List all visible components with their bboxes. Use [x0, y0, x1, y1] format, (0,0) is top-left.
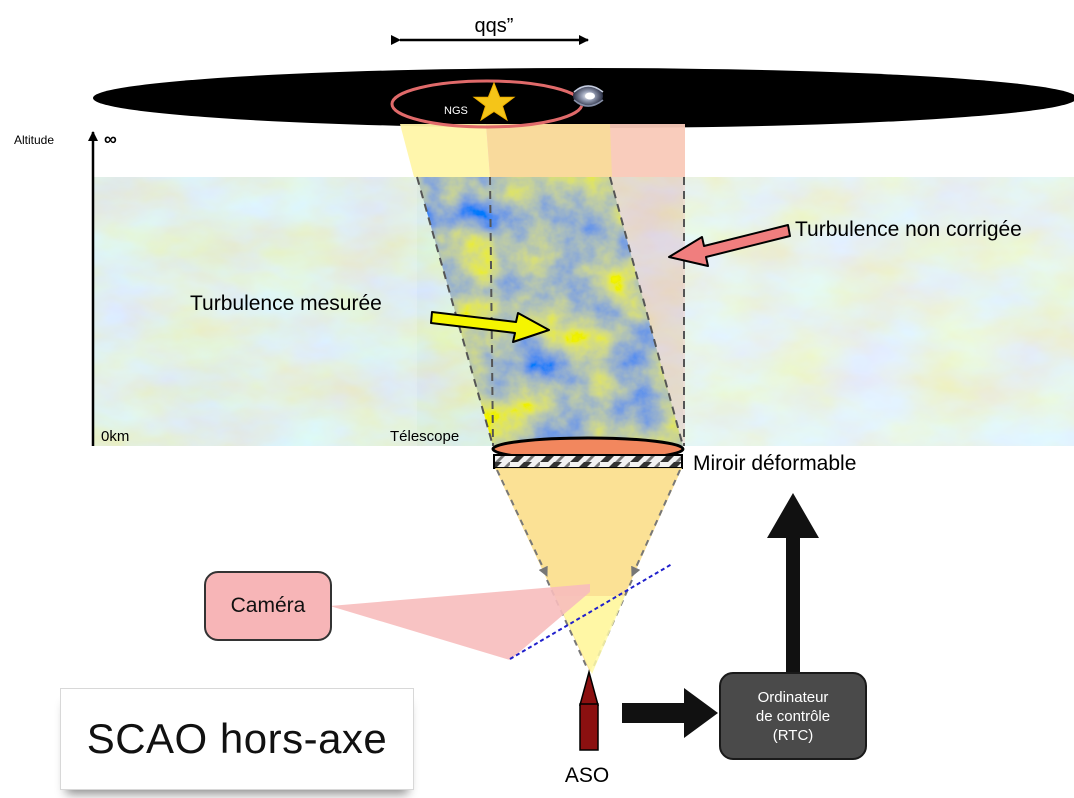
camera-label: Caméra [230, 594, 306, 617]
ngs-beam-edge-left [416, 176, 494, 447]
turbulence-layer-haze-left [93, 177, 417, 446]
measured-turbulence-label: Turbulence mesurée [190, 292, 382, 315]
converging-edge-right [631, 469, 681, 577]
dichroic [509, 563, 673, 660]
measured-arrow [430, 311, 550, 343]
science-beam-edge-left [489, 176, 494, 447]
ngs-focus-beam [555, 596, 625, 674]
camera-box: Caméra [204, 571, 332, 641]
angle-label: qqs” [475, 15, 514, 37]
altitude-infinity: ∞ [104, 129, 117, 149]
title-label: SCAO hors-axe [86, 715, 388, 762]
rtc-label: Ordinateur de contrôle (RTC) [755, 688, 831, 744]
uncorrected-turbulence-label: Turbulence non corrigée [795, 218, 1022, 241]
turbulence-layer-haze [683, 177, 1074, 446]
overlap-beam-upper [486, 124, 612, 177]
wfs-to-rtc-arrow [622, 688, 718, 738]
uncorrected-arrow [668, 224, 791, 267]
camera-beam [330, 584, 590, 660]
deformable-mirror [493, 454, 683, 469]
deformable-mirror-label: Miroir déformable [693, 452, 856, 475]
telescope-label: Télescope [390, 428, 459, 445]
converging-beam [495, 468, 682, 672]
ngs-label: NGS [444, 105, 468, 117]
wfs-icon [579, 669, 599, 751]
altitude-label: Altitude [14, 133, 54, 147]
altitude-zero: 0km [101, 428, 129, 445]
converging-edge-left [496, 469, 548, 577]
wfs-label: ASO [565, 764, 609, 787]
ngs-beam-upper [400, 124, 490, 177]
ngs-beam-edge-right [609, 176, 684, 447]
title-card: SCAO hors-axe [60, 688, 414, 790]
star-icon [472, 81, 516, 122]
rtc-box: Ordinateur de contrôle (RTC) [719, 672, 867, 760]
uncorrected-region [610, 177, 685, 446]
rtc-to-mirror-arrow [767, 493, 819, 672]
galaxy-icon [573, 85, 604, 107]
